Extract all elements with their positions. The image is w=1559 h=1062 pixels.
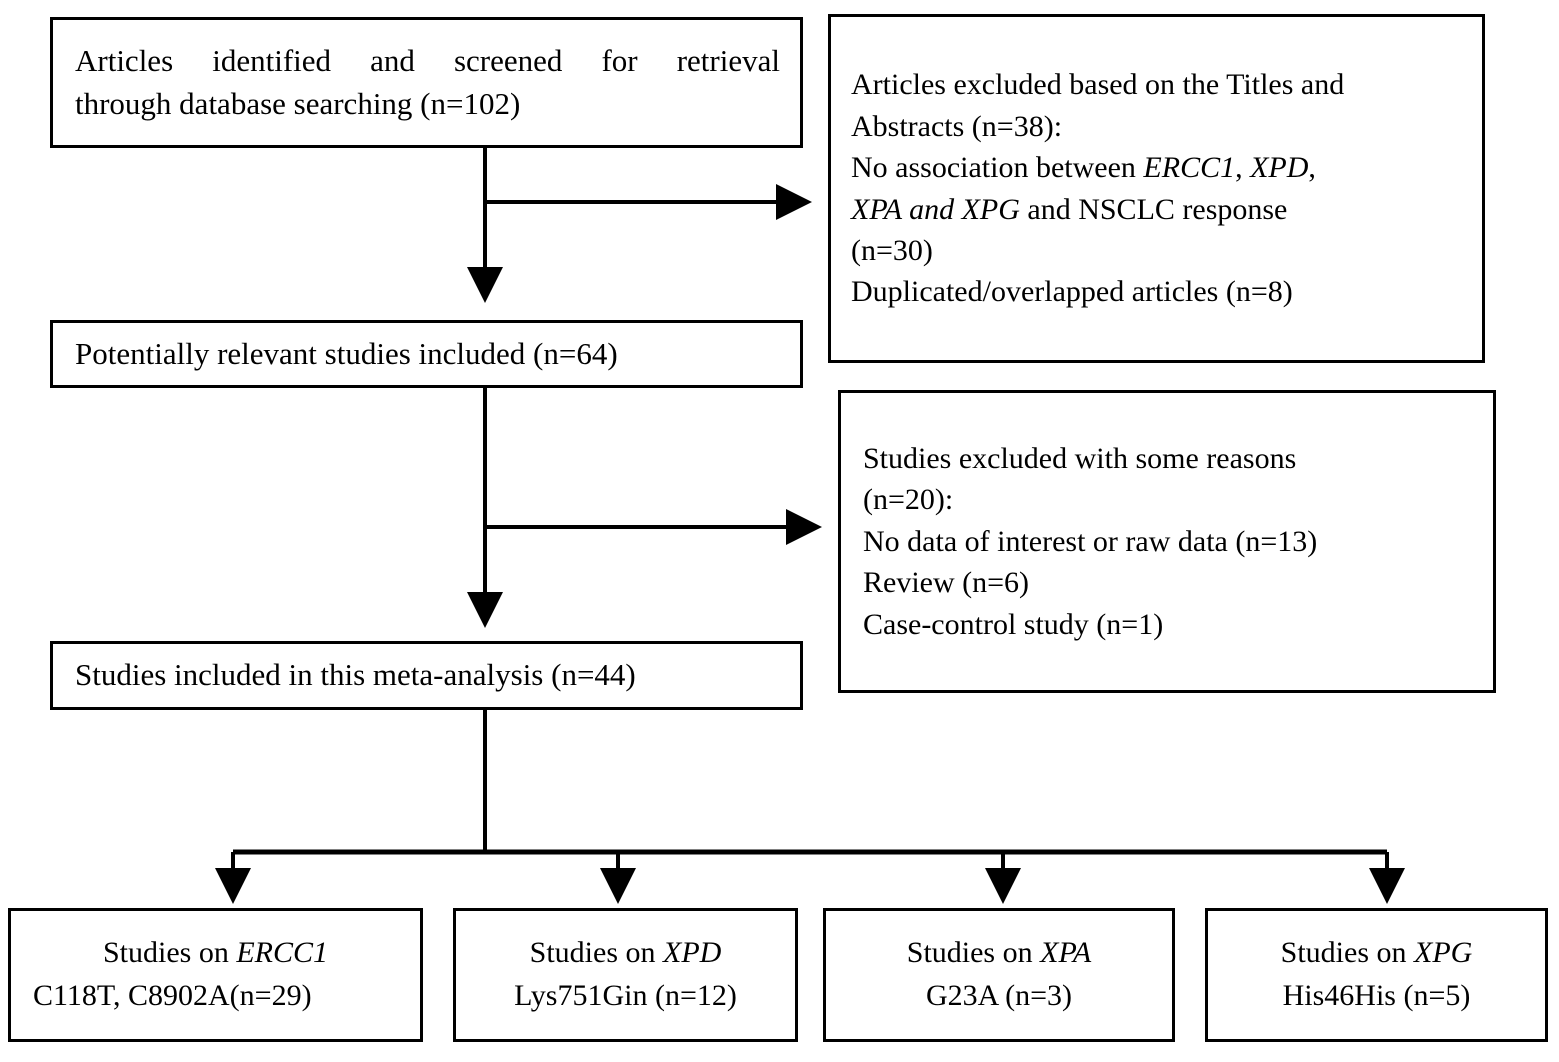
box-articles-identified-line1: Articles identified and screened for ret… (75, 42, 780, 78)
box-excluded-reasons-line2: (n=20): (863, 483, 954, 517)
gene-group-1-detail: C118T, C8902A(n=29) (33, 979, 312, 1012)
gene-group-4-prefix: Studies on (1280, 936, 1415, 970)
gene-ercc1: ERCC1 (1143, 151, 1236, 185)
gene-group-1-title: Studies on ERCC1 (19, 932, 412, 975)
gene-group-2-prefix: Studies on (529, 936, 664, 970)
box-excluded-titles-line6: Duplicated/overlapped articles (n=8) (851, 275, 1293, 309)
gene-group-4-detail: His46His (n=5) (1282, 979, 1471, 1012)
gene-xpd: XPD (1250, 151, 1309, 185)
gene-group-3-gene: XPA (1040, 936, 1092, 970)
box-excluded-titles-line2: Abstracts (n=38): (851, 109, 1063, 143)
gene-group-3-detail: G23A (n=3) (925, 979, 1073, 1012)
box-excluded-reasons-line1: Studies excluded with some reasons (863, 442, 1297, 476)
box-articles-identified-line2: through database searching (n=102) (75, 85, 521, 121)
gene-group-3-prefix: Studies on (906, 936, 1041, 970)
gene-group-1-prefix: Studies on (102, 936, 237, 970)
box-excluded-titles-line5: (n=30) (851, 233, 933, 267)
box-excluded-titles-line4: XPA and XPG and NSCLC response (851, 189, 1464, 230)
box-excluded-titles-line1: Articles excluded based on the Titles an… (851, 68, 1345, 102)
box-included-meta-analysis: Studies included in this meta-analysis (… (50, 641, 803, 710)
gene-group-2-gene: XPD (663, 936, 722, 970)
box-excluded-titles-line3: No association between ERCC1, XPD, (851, 147, 1464, 188)
box-potentially-relevant-line1: Potentially relevant studies included (n… (75, 335, 618, 371)
box-gene-group-xpd: Studies on XPD Lys751Gin (n=12) (453, 908, 798, 1042)
nsclc-response-text: and NSCLC response (1019, 192, 1288, 226)
box-potentially-relevant: Potentially relevant studies included (n… (50, 320, 803, 388)
box-gene-group-ercc1: Studies on ERCC1 C118T, C8902A(n=29) (8, 908, 423, 1042)
box-included-meta-analysis-line1: Studies included in this meta-analysis (… (75, 657, 636, 693)
box-excluded-titles-abstracts: Articles excluded based on the Titles an… (828, 14, 1485, 363)
gene-group-3-title: Studies on XPA (834, 932, 1164, 975)
no-association-text: No association between (851, 151, 1144, 185)
gene-group-2-title: Studies on XPD (464, 932, 787, 975)
comma-sep-2: , (1308, 151, 1316, 185)
box-articles-identified: Articles identified and screened for ret… (50, 17, 803, 148)
box-gene-group-xpg: Studies on XPG His46His (n=5) (1205, 908, 1548, 1042)
box-excluded-reasons-line3: No data of interest or raw data (n=13) (863, 524, 1318, 558)
gene-group-1-gene: ERCC1 (236, 936, 329, 970)
gene-xpa-and-xpg: XPA and XPG (851, 192, 1020, 226)
box-excluded-reasons-line5: Case-control study (n=1) (863, 607, 1164, 641)
box-excluded-with-reasons: Studies excluded with some reasons (n=20… (838, 390, 1496, 693)
box-excluded-reasons-line4: Review (n=6) (863, 566, 1030, 600)
gene-group-4-title: Studies on XPG (1216, 932, 1537, 975)
comma-sep-1: , (1235, 151, 1251, 185)
distribution-trunk (233, 710, 1387, 855)
gene-group-4-gene: XPG (1414, 936, 1473, 970)
box-gene-group-xpa: Studies on XPA G23A (n=3) (823, 908, 1175, 1042)
gene-group-2-detail: Lys751Gin (n=12) (514, 979, 737, 1012)
